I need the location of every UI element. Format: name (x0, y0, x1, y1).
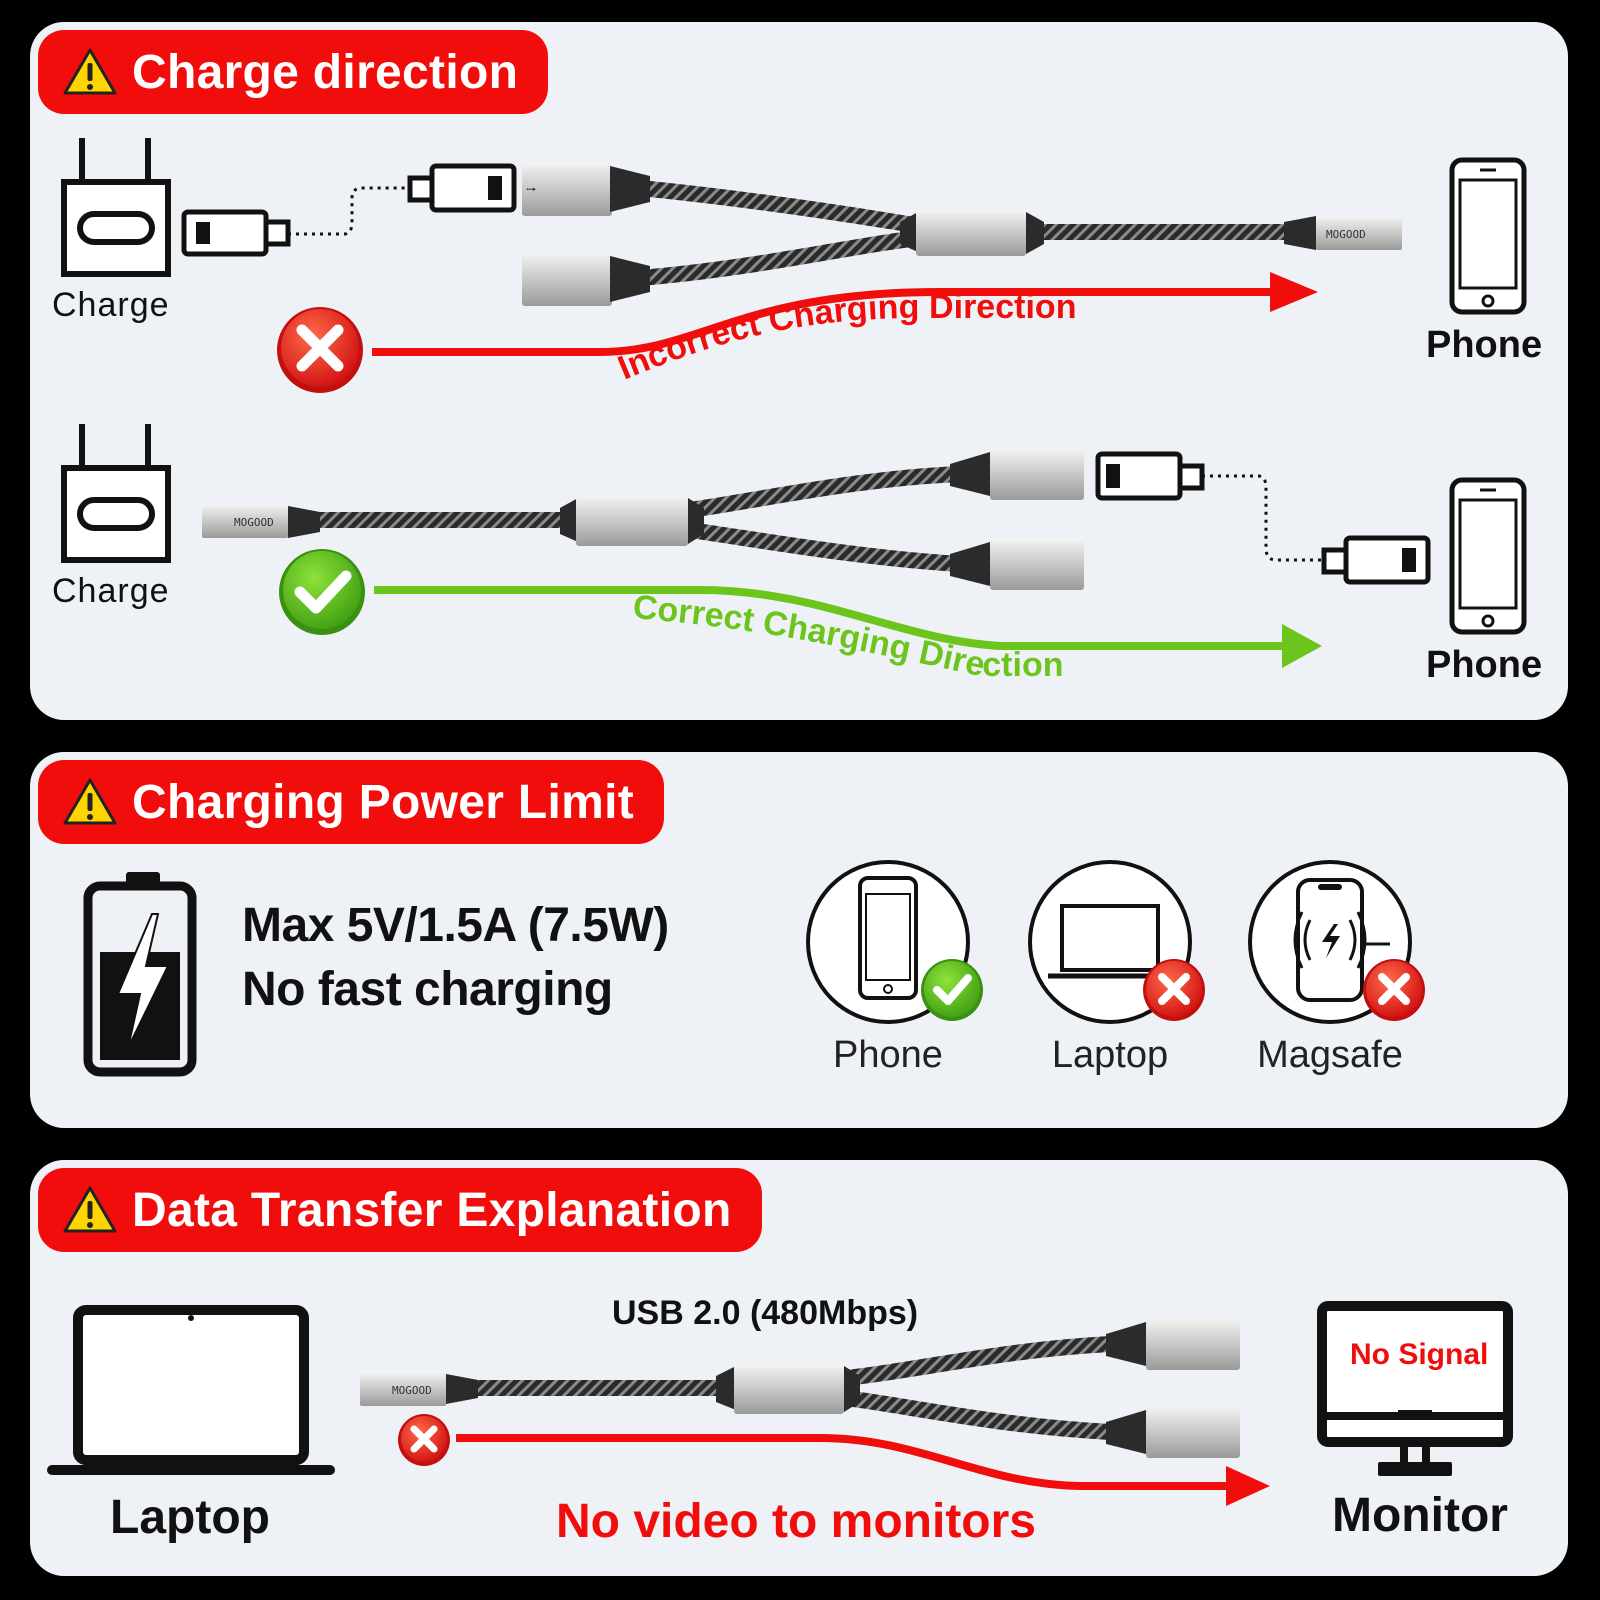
cable-brand: MOGOOD (392, 1384, 432, 1397)
incorrect-direction-label: Incorrect Charging Direction (613, 288, 1077, 387)
device-label-magsafe: Magsafe (1257, 1034, 1403, 1076)
laptop-device-icon (1028, 860, 1205, 1024)
section-title: Data Transfer Explanation (132, 1183, 732, 1237)
data-transfer-banner: Data Transfer Explanation (38, 1168, 762, 1252)
no-video-arrow (456, 1434, 1228, 1490)
usb-speed-label: USB 2.0 (480Mbps) (612, 1294, 919, 1332)
laptop-label: Laptop (110, 1491, 270, 1544)
correct-direction-label: Correct Charging Direction (632, 588, 1064, 684)
warning-icon (63, 1186, 117, 1233)
cable-brand: MOGOOD (234, 516, 274, 529)
y-splitter-cable: MOGOOD (202, 448, 1084, 590)
usb-c-plug-icon (1095, 451, 1205, 501)
phone-label: Phone (1426, 324, 1543, 366)
phone-icon (1449, 157, 1527, 315)
cable-brand: MOGOOD (1326, 228, 1366, 241)
section-title: Charging Power Limit (132, 775, 635, 829)
magsafe-device-icon (1248, 860, 1425, 1024)
warning-icon (63, 48, 117, 95)
usb-c-plug-icon (181, 209, 291, 257)
correct-direction-arrow (374, 586, 1286, 650)
warning-icon (63, 778, 117, 825)
charger-icon (61, 138, 171, 277)
charger-label: Charge (52, 286, 170, 324)
phone-device-icon (806, 860, 983, 1024)
no-fast-charging-note: No fast charging (242, 963, 613, 1016)
usb-c-plug-icon (407, 163, 517, 213)
dotted-connector (288, 186, 408, 236)
power-spec: Max 5V/1.5A (7.5W) (242, 899, 669, 952)
monitor-icon (1317, 1301, 1513, 1476)
section-title: Charge direction (132, 45, 519, 99)
charger-icon (61, 424, 171, 563)
correct-check-icon (279, 549, 365, 635)
phone-icon (1449, 477, 1527, 635)
battery-icon (83, 872, 197, 1077)
power-limit-banner: Charging Power Limit (38, 760, 665, 844)
charger-label: Charge (52, 572, 170, 610)
charge-direction-banner: Charge direction (38, 30, 549, 114)
y-splitter-cable: MOGOOD (360, 1318, 1240, 1458)
dotted-connector (1202, 474, 1322, 562)
monitor-label: Monitor (1332, 1489, 1508, 1542)
charge-direction-panel: Charge direction (30, 22, 1568, 720)
incorrect-x-icon (277, 307, 363, 393)
data-transfer-panel: Data Transfer Explanation MOGOOD (30, 1160, 1568, 1576)
device-label-phone: Phone (833, 1034, 943, 1076)
monitor-screen-text: No Signal (1350, 1338, 1489, 1371)
phone-label: Phone (1426, 644, 1543, 686)
device-label-laptop: Laptop (1051, 1034, 1169, 1076)
power-limit-panel: Charging Power Limit (30, 752, 1568, 1128)
no-video-label: No video to monitors (556, 1495, 1036, 1548)
usb-c-plug-icon (1321, 535, 1431, 585)
laptop-icon (47, 1305, 335, 1475)
svg-text:⭬: ⭬ (526, 181, 537, 197)
incorrect-direction-arrow (372, 288, 1272, 356)
y-splitter-cable: MOGOOD ⭬ (522, 162, 1402, 306)
no-video-x-icon (398, 1414, 450, 1466)
